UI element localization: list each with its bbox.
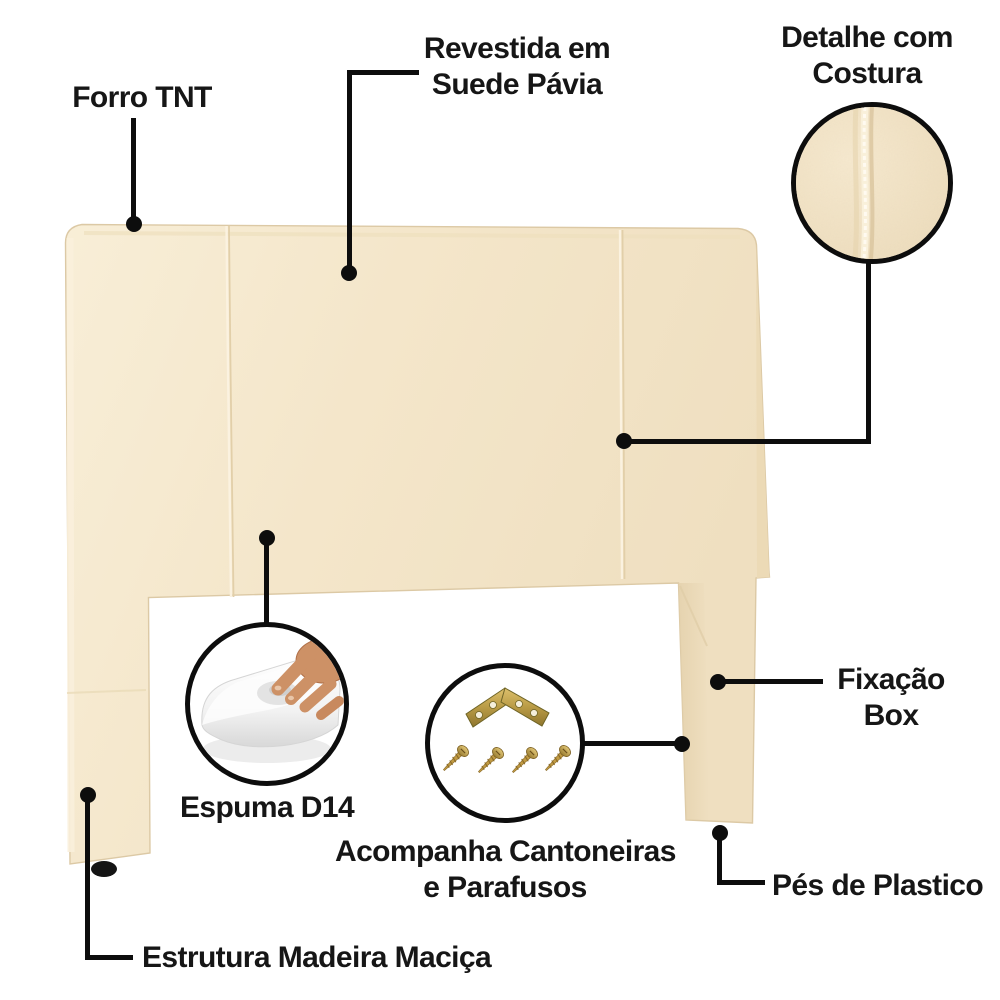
detalhe-callout-dot: [616, 433, 632, 449]
detalhe-callout-line-h: [624, 439, 871, 444]
revestida-label-line2: Suede Pávia: [431, 68, 603, 101]
detalhe-label-line2: Costura: [812, 57, 922, 90]
detalhe-label: Detalhe com Costura: [747, 20, 987, 92]
espuma-detail-inset: [185, 622, 349, 786]
right-edge-fold: [756, 244, 770, 578]
stitch-seam-closeup-icon: [796, 107, 948, 259]
pressing-hand: [271, 638, 344, 720]
revestida-label: Revestida em Suede Pávia: [397, 31, 637, 103]
foam-hand-press-icon: [201, 638, 344, 763]
forro-label: Forro TNT: [72, 81, 212, 114]
cantoneiras-label-line2: e Parafusos: [423, 871, 587, 904]
costura-detail-inset: [791, 102, 953, 264]
stitch-seam-right: [618, 229, 626, 580]
cantoneiras-detail-inset: [425, 663, 585, 823]
fixacao-label-line2: Box: [863, 699, 919, 732]
espuma-label: Espuma D14: [179, 791, 355, 824]
estrutura-callout-dot: [80, 787, 96, 803]
left-leg-crease: [66, 689, 147, 694]
forro-callout-line: [131, 118, 136, 226]
cantoneiras-callout-line: [580, 741, 684, 746]
detalhe-label-line1: Detalhe com: [781, 21, 953, 54]
espuma-callout-line: [264, 538, 269, 626]
revestida-callout-line-v: [347, 70, 352, 276]
fixacao-callout-line: [718, 679, 823, 684]
stitch-seam-left: [225, 225, 235, 598]
cantoneiras-callout-dot: [674, 736, 690, 752]
revestida-label-line1: Revestida em: [423, 32, 611, 65]
cantoneiras-label-line1: Acompanha Cantoneiras: [335, 835, 676, 868]
corner-bracket-and-screws-icon: [443, 687, 571, 773]
stitch-thread: [862, 107, 867, 259]
estrutura-label: Estrutura Madeira Maciça: [142, 941, 492, 974]
pes-label: Pés de Plastico: [772, 869, 984, 902]
fixacao-label-line1: Fixação: [837, 663, 945, 696]
screws: [443, 745, 571, 773]
detalhe-callout-line-v: [866, 256, 871, 444]
revestida-callout-dot: [341, 265, 357, 281]
right-leg-side-shade: [678, 583, 709, 820]
pes-callout-line-v: [717, 833, 722, 885]
cantoneiras-label: Acompanha Cantoneiras e Parafusos: [335, 834, 676, 906]
estrutura-callout-line-v: [85, 795, 90, 960]
pes-callout-line-h: [717, 880, 765, 885]
fixacao-label: Fixação Box: [811, 662, 971, 734]
right-leg-crease: [679, 585, 708, 647]
pes-callout-dot: [712, 825, 728, 841]
top-edge-shade: [83, 231, 741, 239]
estrutura-callout-line-h: [85, 955, 133, 960]
fixacao-callout-dot: [710, 674, 726, 690]
corner-bracket: [465, 687, 550, 728]
left-edge-highlight: [66, 237, 75, 853]
espuma-callout-dot: [259, 530, 275, 546]
revestida-callout-line-h: [347, 70, 419, 75]
forro-callout-dot: [126, 216, 142, 232]
headboard-body: [64, 223, 771, 865]
plastic-foot-left: [91, 861, 117, 877]
